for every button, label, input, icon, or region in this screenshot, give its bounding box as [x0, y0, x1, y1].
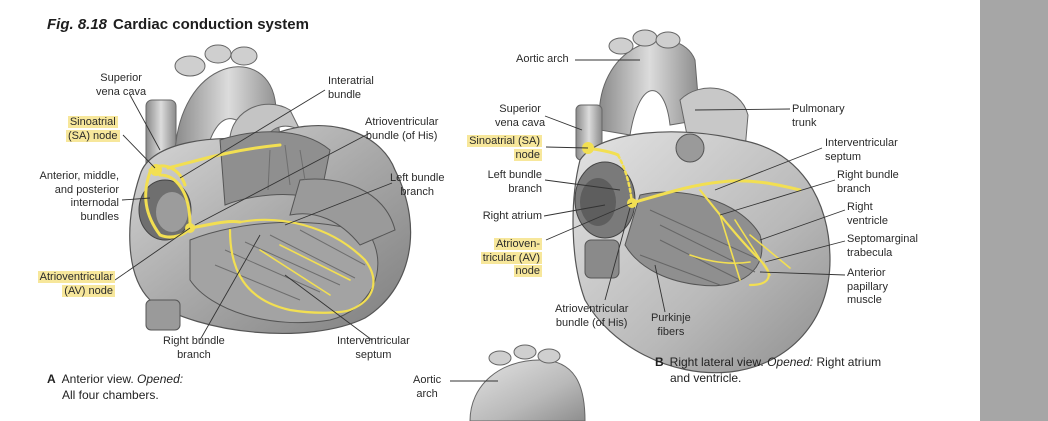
leaders-b	[543, 59, 846, 313]
label-b-pulm-trunk: Pulmonary trunk	[792, 103, 845, 129]
label-b-septomarginal: Septomarginal trabecula	[847, 233, 918, 259]
heart-b-drawing	[572, 29, 831, 374]
label-b-right-bundle: Right bundle branch	[837, 169, 899, 195]
label-a-iv-septum: Interventricular septum	[337, 335, 410, 361]
label-b-right-atrium: Right atrium	[482, 210, 542, 222]
label-b-svc: Superior vena cava	[495, 103, 546, 129]
label-b-purkinje: Purkinje fibers	[651, 312, 691, 338]
figure-title: Fig. 8.18 Cardiac conduction system	[47, 16, 309, 33]
label-c-aortic-arch: Aortic arch	[413, 374, 442, 400]
figure-number: Fig. 8.18	[47, 16, 108, 33]
label-b-his: Atrioventricular bundle (of His)	[555, 303, 629, 329]
label-b-right-ventricle: Right ventricle	[847, 201, 888, 227]
label-a-interatrial: Interatrial bundle	[328, 75, 374, 101]
page-margin-bar	[980, 0, 1048, 421]
label-a-sa-node: Sinoatrial (SA) node	[66, 116, 120, 142]
label-b-iv-septum: Interventricular septum	[825, 137, 898, 163]
label-a-av-node: Atrioventricular (AV) node	[37, 271, 115, 297]
label-a-left-bundle: Left bundle branch	[390, 172, 445, 198]
label-b-sa-node: Sinoatrial (SA) node	[467, 135, 542, 161]
label-b-ant-papillary: Anterior papillary muscle	[847, 267, 888, 306]
label-a-svc: Superior vena cava	[96, 72, 147, 98]
label-a-internodal: Anterior, middle, and posterior internod…	[39, 170, 119, 223]
label-b-av-node: Atrioven- tricular (AV) node	[480, 238, 542, 277]
heart-b-aortic-arch	[598, 39, 701, 136]
figure-title-text: Cardiac conduction system	[113, 16, 309, 33]
heart-a-drawing	[129, 44, 412, 334]
label-a-his: Atrioventricular bundle (of His)	[365, 116, 439, 142]
label-a-right-bundle: Right bundle branch	[163, 335, 225, 361]
label-b-aortic-arch: Aortic arch	[516, 53, 569, 65]
leaders-a	[114, 89, 393, 341]
illustration	[114, 29, 846, 421]
label-b-left-bundle: Left bundle branch	[487, 169, 542, 195]
heart-c-drawing	[469, 344, 586, 421]
